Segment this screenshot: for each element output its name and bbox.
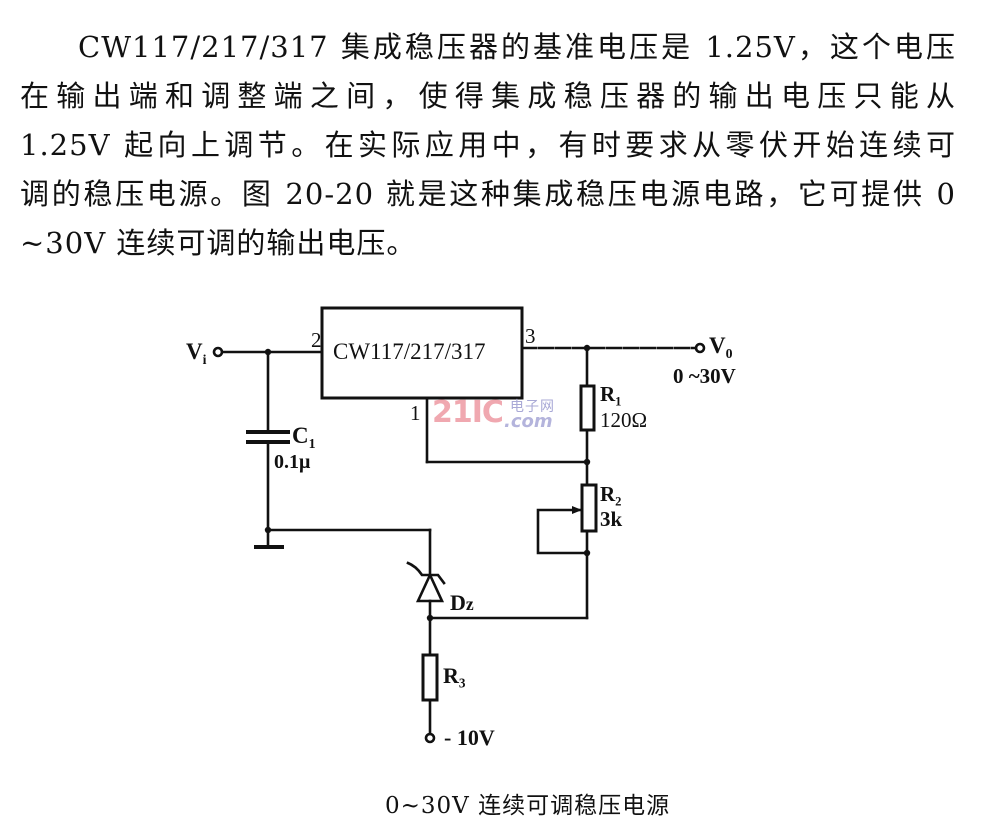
output-terminal-icon: [694, 342, 706, 354]
r2-name-label: R2: [600, 482, 622, 509]
watermark-chinese: 电子网: [510, 399, 555, 415]
watermark-domain: .com: [504, 411, 553, 432]
junction-dot: [583, 549, 591, 557]
input-label: Vi: [186, 339, 207, 367]
wiper-arrow-icon: [572, 506, 582, 514]
regulator-ic-box: [320, 306, 524, 400]
c1-value-label: 0.1μ: [274, 451, 311, 473]
paragraph-line-1: CW117/217/317 集成稳压器的基准电压是 1.25V，这个电压: [78, 30, 956, 64]
paragraph-line-5: ~30V 连续可调的输出电压。: [20, 226, 417, 260]
zener-diode-icon: [406, 561, 446, 603]
ic-part-label: CW117/217/317: [333, 339, 486, 364]
junction-dot: [583, 344, 591, 352]
negative-supply-label: - 10V: [444, 725, 495, 750]
watermark-number: 21IC: [432, 395, 504, 430]
r1-value-label: 120Ω: [600, 408, 648, 432]
c1-name-label: C1: [292, 423, 316, 451]
junction-dot: [264, 348, 272, 356]
paragraph-line-3: 1.25V 起向上调节。在实际应用中，有时要求从零伏开始连续可: [20, 128, 956, 162]
output-label: V0: [709, 333, 733, 361]
potentiometer-r2-icon: [580, 483, 598, 533]
r3-name-label: R3: [443, 663, 466, 691]
output-range-label: 0 ~30V: [673, 364, 736, 388]
potentiometer-wiper-wire: [536, 508, 589, 555]
resistor-r3-icon: [421, 653, 439, 702]
r2-value-label: 3k: [600, 507, 623, 531]
ic-pin-3-label: 3: [525, 324, 536, 348]
junction-dot: [583, 458, 591, 466]
ic-pin-1-label: 1: [410, 401, 421, 425]
junction-dot: [426, 614, 434, 622]
paragraph-line-2: 在输出端和调整端之间，使得集成稳压器的输出电压只能从: [20, 79, 956, 113]
watermark-logo: 21IC 电子网 .com: [432, 395, 554, 433]
figure-caption: 0~30V 连续可调稳压电源: [385, 793, 671, 819]
ic-pin-2-label: 2: [311, 328, 322, 352]
r1-name-label: R1: [600, 382, 622, 409]
zener-label: Dz: [450, 590, 474, 615]
negative-supply-terminal-icon: [424, 732, 436, 744]
paragraph-line-4: 调的稳压电源。图 20-20 就是这种集成稳压电源电路，它可提供 0: [20, 177, 956, 211]
junction-dot: [264, 526, 272, 534]
resistor-r1-icon: [579, 384, 596, 432]
